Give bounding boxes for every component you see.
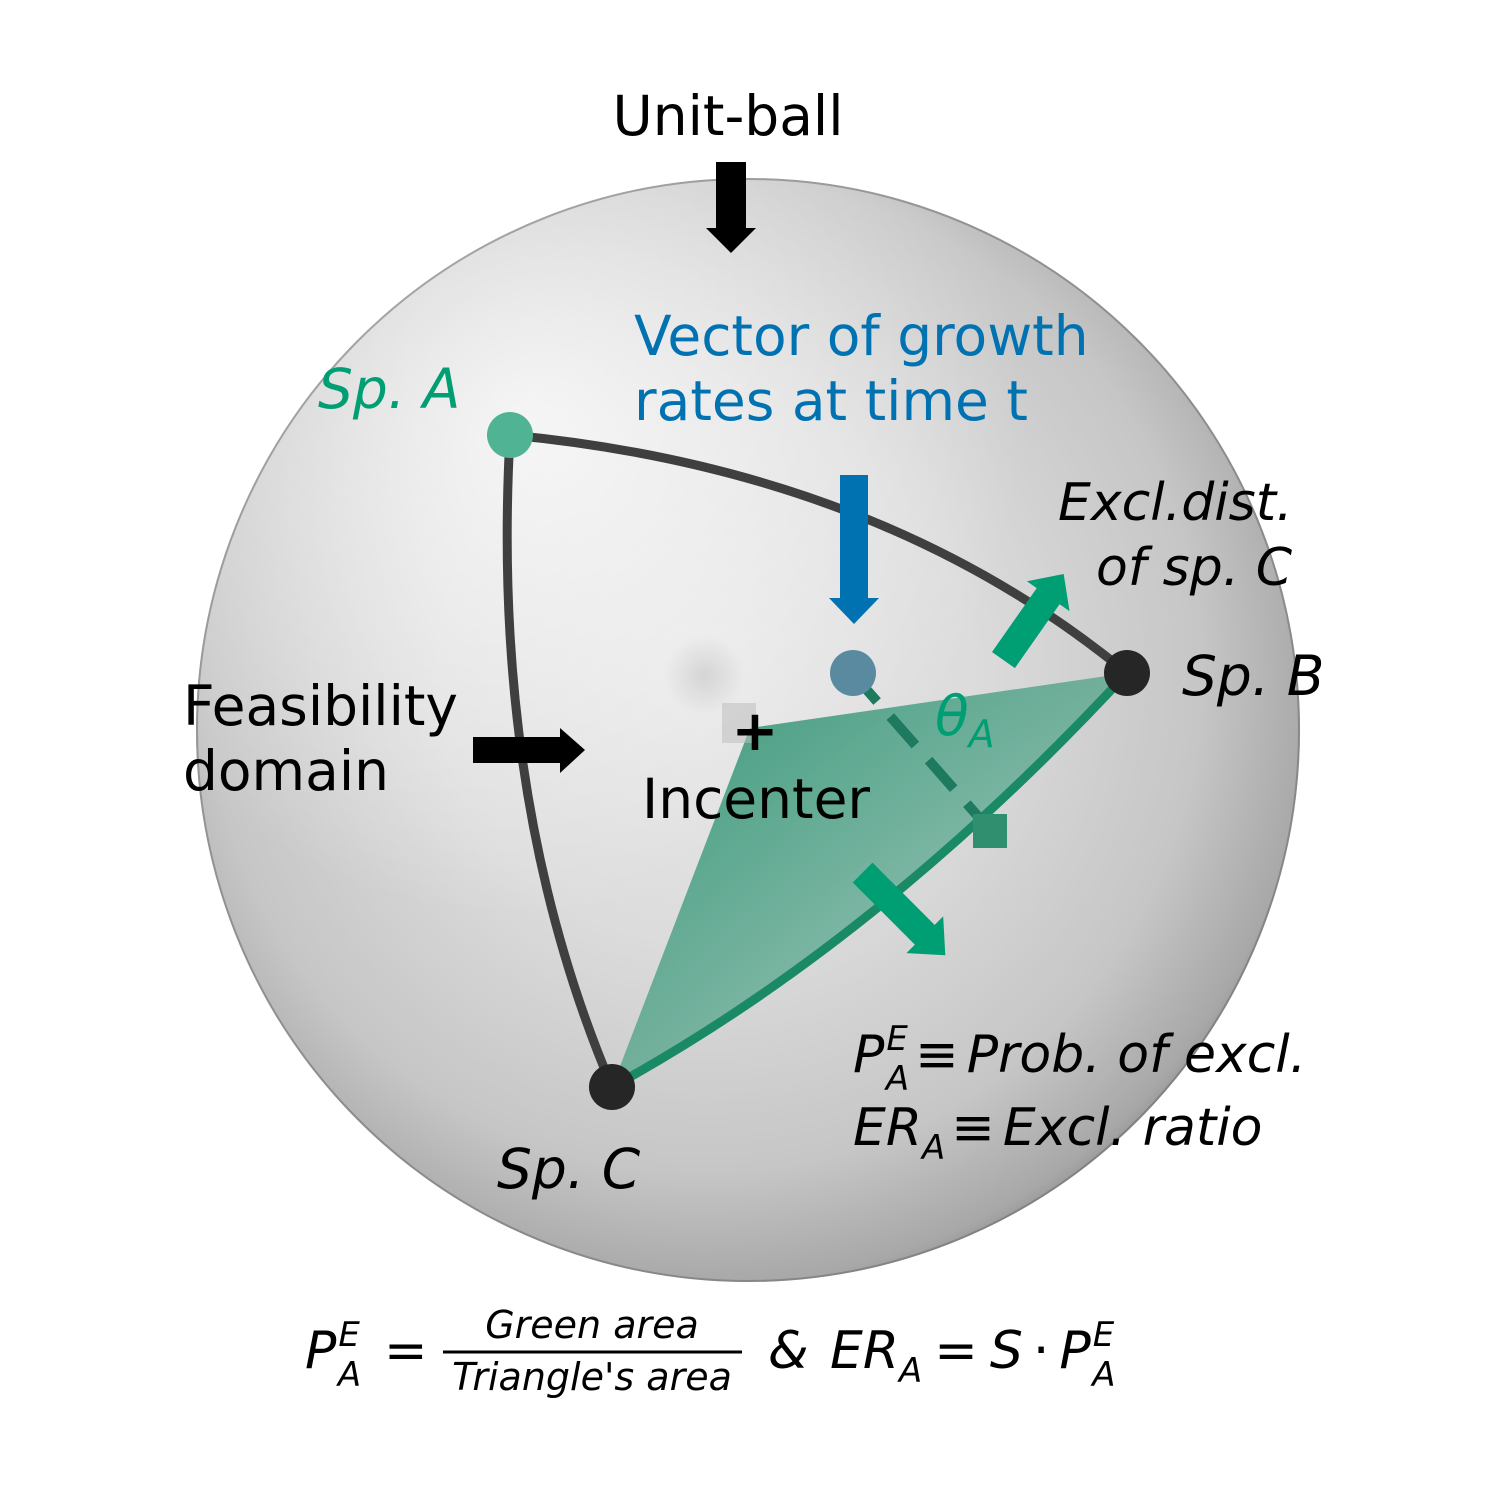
formula-p2-symbol: P bbox=[1059, 1321, 1091, 1381]
formula-s-symbol: S bbox=[990, 1321, 1023, 1381]
outward-arrow bbox=[852, 862, 946, 956]
sp-a-label: Sp. A bbox=[318, 357, 460, 421]
foot-marker bbox=[973, 814, 1007, 848]
incenter-cross: + bbox=[732, 699, 779, 764]
formula-er-sub: A bbox=[897, 1351, 922, 1391]
def-p-text: Prob. of excl. bbox=[967, 1025, 1307, 1085]
formula-p-sup: E bbox=[338, 1315, 360, 1355]
formula-p2-sup: E bbox=[1093, 1315, 1115, 1355]
def-er-text: Excl. ratio bbox=[1003, 1098, 1263, 1158]
def-er-equiv: ≡ bbox=[951, 1098, 995, 1158]
formula-equals-2: = bbox=[934, 1321, 978, 1381]
formula-er-symbol: ER bbox=[830, 1321, 899, 1381]
theta-subscript: A bbox=[966, 712, 995, 756]
def-p-sup: E bbox=[886, 1019, 908, 1059]
feasibility-line2: domain bbox=[183, 739, 389, 803]
excl-dist-arrow bbox=[991, 574, 1070, 669]
incenter-marker bbox=[722, 703, 756, 743]
def-p-sub: A bbox=[884, 1059, 909, 1099]
formula-p-sub: A bbox=[336, 1355, 361, 1395]
formula-numerator: Green area bbox=[485, 1303, 699, 1347]
formula-equals: = bbox=[384, 1321, 428, 1381]
growth-vector-arrow bbox=[829, 475, 879, 624]
vertex-sp-c bbox=[589, 1064, 635, 1110]
def-p-equiv: ≡ bbox=[915, 1025, 959, 1085]
edge-b-c bbox=[607, 668, 1132, 1092]
vector-label-line1: Vector of growth bbox=[634, 304, 1089, 368]
excl-dist-line2: of sp. C bbox=[1096, 538, 1293, 598]
dashed-distance-line bbox=[848, 669, 994, 834]
formula-p2-sub: A bbox=[1090, 1355, 1115, 1395]
vector-label-line2: rates at time t bbox=[634, 369, 1028, 433]
formula-p-symbol: P bbox=[305, 1321, 337, 1381]
formula-amp: & bbox=[768, 1321, 809, 1381]
theta-symbol: θ bbox=[935, 684, 969, 748]
formula-denominator: Triangle's area bbox=[452, 1355, 732, 1399]
feasibility-line1: Feasibility bbox=[183, 674, 458, 738]
sp-c-label: Sp. C bbox=[497, 1137, 641, 1201]
def-p-symbol: P bbox=[853, 1025, 885, 1085]
unit-ball-arrow bbox=[706, 162, 756, 253]
feasibility-arrow bbox=[473, 728, 585, 773]
excl-dist-line1: Excl.dist. bbox=[1058, 473, 1293, 533]
unit-ball-label: Unit-ball bbox=[613, 84, 844, 148]
incenter-label: Incenter bbox=[642, 767, 870, 831]
def-er-sub: A bbox=[920, 1128, 945, 1168]
definition-ratio: ERA≡Excl. ratio bbox=[853, 1098, 1262, 1168]
vertex-sp-a bbox=[487, 412, 533, 458]
theta-label: θA bbox=[935, 684, 995, 756]
edge-a-c bbox=[502, 430, 617, 1092]
vertex-sp-b bbox=[1104, 650, 1150, 696]
formula-dot: · bbox=[1033, 1321, 1050, 1381]
sp-b-label: Sp. B bbox=[1182, 644, 1325, 708]
unit-ball-rim bbox=[196, 178, 1300, 1282]
growth-vector-point bbox=[830, 650, 876, 696]
def-er-symbol: ER bbox=[853, 1098, 922, 1158]
